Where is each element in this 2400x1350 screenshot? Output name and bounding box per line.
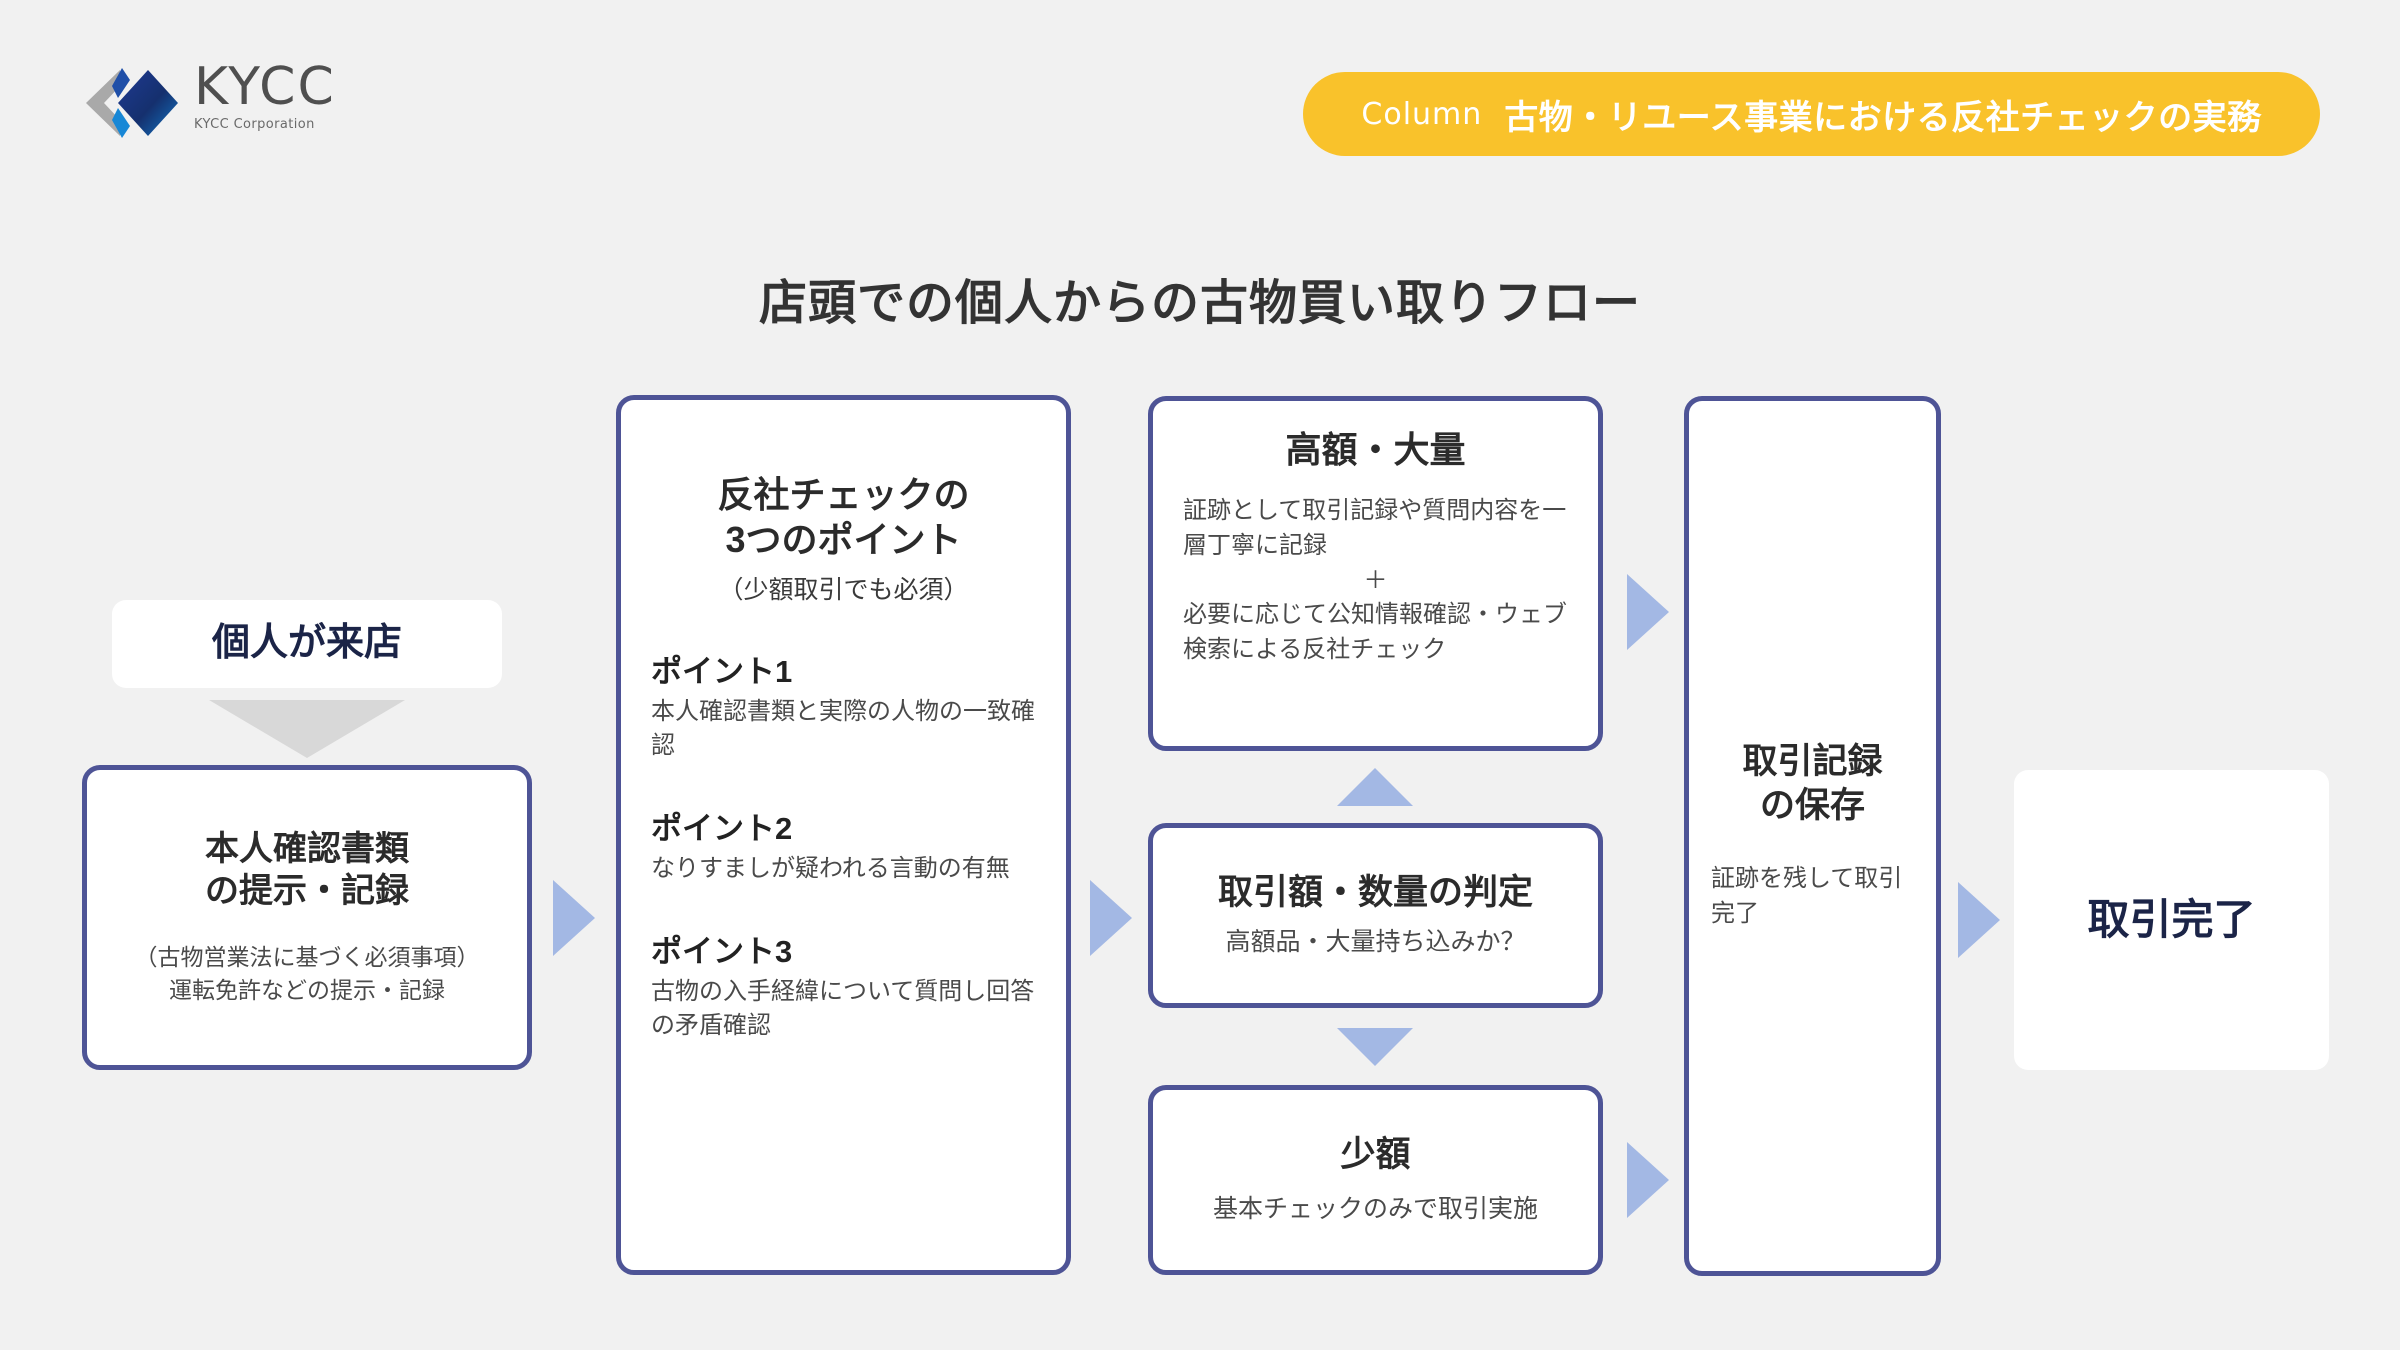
column-badge: Column 古物・リユース事業における反社チェックの実務 bbox=[1303, 72, 2320, 156]
node-record-storage-title-line2: の保存 bbox=[1759, 786, 1865, 826]
arrow-right-high-to-store-icon bbox=[1627, 574, 1669, 650]
arrow-up-decide-to-high-icon bbox=[1337, 768, 1413, 806]
node-three-points-header: 反社チェックの 3つのポイント （少額取引でも必須） bbox=[651, 472, 1036, 606]
point-item: ポイント3 古物の入手経緯について質問し回答の矛盾確認 bbox=[651, 926, 1036, 1043]
arrow-right-points-to-decide-icon bbox=[1090, 880, 1132, 956]
node-low-value-sub: 基本チェックのみで取引実施 bbox=[1212, 1194, 1538, 1223]
node-id-verification-title-line2: の提示・記録 bbox=[205, 872, 409, 911]
node-high-value-title: 高額・大量 bbox=[1285, 429, 1466, 470]
node-amount-decision-title: 取引額・数量の判定 bbox=[1217, 872, 1533, 912]
node-three-points-title-line2: 3つのポイント bbox=[725, 519, 962, 560]
node-amount-decision-sub: 高額品・大量持ち込みか？ bbox=[1225, 928, 1526, 957]
node-id-verification: 本人確認書類 の提示・記録 （古物営業法に基づく必須事項） 運転免許などの提示・… bbox=[82, 765, 532, 1070]
point-1-label: ポイント1 bbox=[651, 654, 793, 689]
flow-title: 店頭での個人からの古物買い取りフロー bbox=[758, 277, 1641, 330]
node-record-storage-title-line1: 取引記録 bbox=[1742, 742, 1883, 782]
node-customer-visit: 個人が来店 bbox=[112, 600, 502, 688]
node-three-points-title: 反社チェックの 3つのポイント bbox=[651, 472, 1036, 562]
kycc-diamond-logo-icon bbox=[78, 62, 186, 144]
node-id-verification-title: 本人確認書類 の提示・記録 bbox=[205, 828, 409, 913]
kycc-logo: KYCC KYCC Corporation bbox=[78, 57, 336, 144]
arrow-right-store-to-done-icon bbox=[1958, 882, 2000, 958]
node-low-value-title: 少額 bbox=[1340, 1135, 1411, 1174]
node-transaction-complete-title: 取引完了 bbox=[2087, 895, 2256, 943]
node-id-verification-sub-line1: （古物営業法に基づく必須事項） bbox=[134, 943, 480, 970]
point-item: ポイント1 本人確認書類と実際の人物の一致確認 bbox=[651, 646, 1036, 763]
node-high-value-desc2: 必要に応じて公知情報確認・ウェブ検索による反社チェック bbox=[1183, 601, 1567, 664]
node-record-storage: 取引記録 の保存 証跡を残して取引完了 bbox=[1684, 396, 1941, 1276]
column-badge-headline: 古物・リユース事業における反社チェックの実務 bbox=[1504, 98, 2262, 137]
node-three-points: 反社チェックの 3つのポイント （少額取引でも必須） ポイント1 本人確認書類と… bbox=[616, 395, 1071, 1275]
point-3-desc: 古物の入手経緯について質問し回答の矛盾確認 bbox=[651, 978, 1035, 1040]
arrow-down-decide-to-low-icon bbox=[1337, 1028, 1413, 1066]
node-low-value: 少額 基本チェックのみで取引実施 bbox=[1148, 1085, 1603, 1275]
node-high-value: 高額・大量 証跡として取引記録や質問内容を一層丁寧に記録 ＋ 必要に応じて公知情… bbox=[1148, 396, 1603, 751]
node-high-value-plus: ＋ bbox=[1363, 566, 1388, 594]
column-badge-kicker: Column bbox=[1361, 96, 1483, 132]
node-three-points-note: （少額取引でも必須） bbox=[718, 576, 969, 604]
node-id-verification-sub-line2: 運転免許などの提示・記録 bbox=[169, 977, 445, 1003]
arrow-down-visit-to-idcheck-icon bbox=[209, 700, 405, 758]
point-2-label: ポイント2 bbox=[651, 811, 793, 847]
node-record-storage-title: 取引記録 の保存 bbox=[1742, 740, 1882, 828]
point-1-desc: 本人確認書類と実際の人物の一致確認 bbox=[651, 698, 1035, 760]
logo-wordmark: KYCC bbox=[194, 57, 336, 117]
node-customer-visit-title: 個人が来店 bbox=[211, 622, 402, 665]
node-transaction-complete: 取引完了 bbox=[2014, 770, 2329, 1070]
node-amount-decision: 取引額・数量の判定 高額品・大量持ち込みか？ bbox=[1148, 823, 1603, 1008]
node-record-storage-sub: 証跡を残して取引完了 bbox=[1711, 864, 1903, 927]
point-3-label: ポイント3 bbox=[651, 934, 793, 970]
node-three-points-title-line1: 反社チェックの bbox=[717, 474, 970, 515]
point-item: ポイント2 なりすましが疑われる言動の有無 bbox=[651, 803, 1036, 886]
arrow-right-low-to-store-icon bbox=[1627, 1142, 1669, 1218]
node-id-verification-title-line1: 本人確認書類 bbox=[205, 829, 409, 868]
node-id-verification-sub: （古物営業法に基づく必須事項） 運転免許などの提示・記録 bbox=[135, 941, 480, 1008]
node-high-value-desc1: 証跡として取引記録や質問内容を一層丁寧に記録 bbox=[1183, 497, 1567, 559]
logo-subtitle: KYCC Corporation bbox=[194, 116, 315, 132]
point-2-desc: なりすましが疑われる言動の有無 bbox=[651, 855, 1010, 883]
arrow-right-idcheck-to-points-icon bbox=[553, 880, 595, 956]
